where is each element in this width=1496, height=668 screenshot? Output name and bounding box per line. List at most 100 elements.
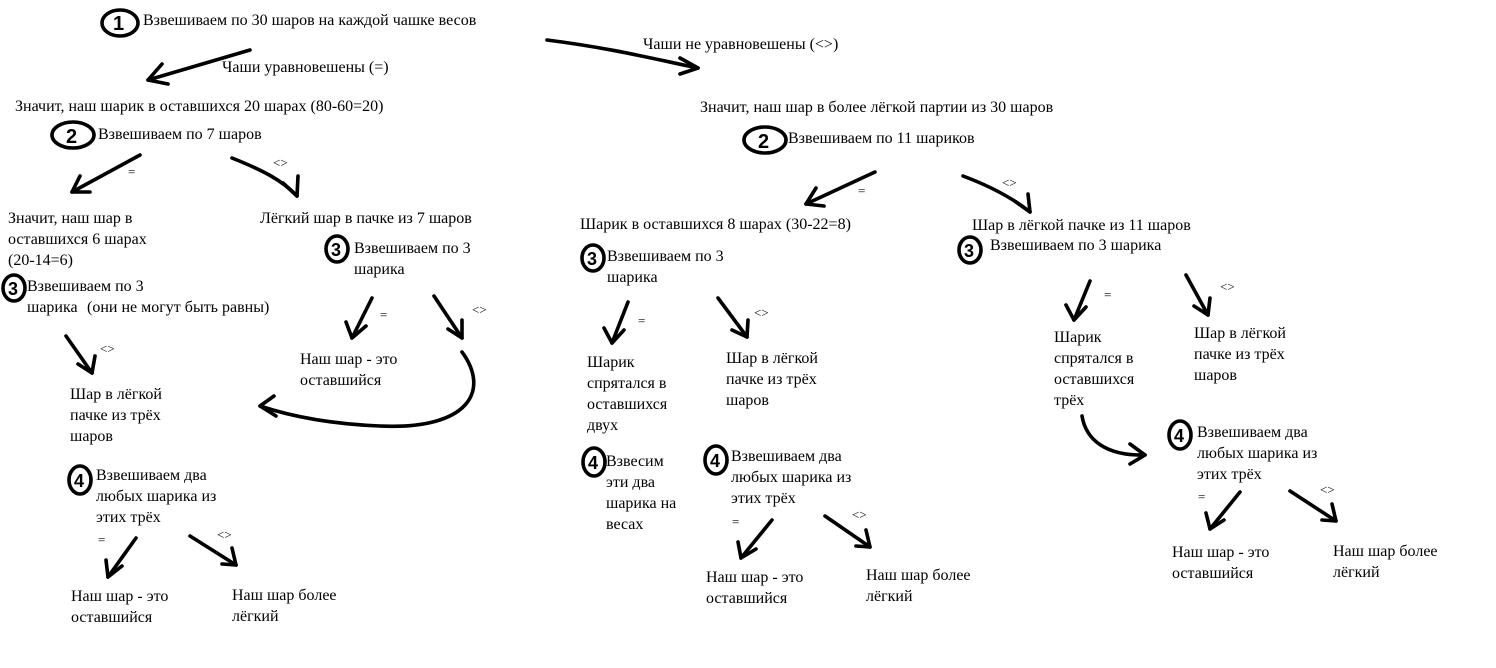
eq-mark: = (128, 164, 136, 179)
step-digit: 3 (331, 240, 341, 260)
ra-light3-text: Шар в лёгкой пачке из трёх шаров (726, 350, 818, 409)
step-digit: 4 (74, 471, 84, 491)
step-marker-4-right-a: 4 (581, 446, 607, 478)
arrow-l3b-eq (350, 296, 374, 340)
step-marker-3-left-a: 3 (1, 273, 27, 303)
left-result-text: Значит, наш шарик в оставшихся 20 шарах … (15, 98, 384, 115)
neq-mark: <> (100, 341, 115, 356)
arrow-top-right (545, 38, 700, 70)
left-neq-text: Лёгкий шар в пачке из 7 шаров (260, 210, 472, 227)
step-marker-3-right-b: 3 (957, 235, 983, 265)
neq-mark: <> (754, 305, 769, 320)
arrowhead (678, 56, 700, 76)
step-marker-4-right-c: 4 (1167, 419, 1193, 451)
ra-result-eq: Наш шар - это оставшийся (706, 569, 804, 607)
eq-mark: = (858, 183, 866, 198)
left-step3a-text: Взвешиваем по 3 шарика (27, 278, 144, 316)
rb-result-light: Наш шар более лёгкий (1333, 543, 1438, 581)
left-result-light: Наш шар более лёгкий (232, 587, 337, 625)
eq-mark: = (98, 532, 106, 547)
top-eq-label: Чаши уравновешены (=) (222, 59, 389, 76)
arrow-r3b-neq (1184, 273, 1210, 317)
neq-mark: <> (1220, 279, 1235, 294)
eq-mark: = (638, 313, 646, 328)
arrowhead (730, 318, 750, 339)
arrow-l4-neq (188, 534, 238, 567)
eq-mark: = (380, 307, 388, 322)
arrowhead (1064, 303, 1088, 322)
step-marker-2-left: 2 (50, 120, 96, 150)
step-digit: 3 (587, 249, 597, 269)
neq-mark: <> (1002, 175, 1017, 190)
rb-hidden3-text: Шарик спрятался в оставшихся трёх (1054, 329, 1135, 409)
arrowhead (1320, 502, 1338, 523)
ra-hidden2-text: Шарик спрятался в оставшихся двух (587, 354, 668, 434)
right-step3a-text: Взвешиваем по 3 шарика (607, 248, 724, 286)
step-marker-4-left: 4 (67, 464, 93, 496)
arrowhead (104, 558, 124, 579)
neq-mark: <> (273, 155, 288, 170)
step-digit: 3 (8, 279, 18, 299)
arrow-ra4-neq (823, 514, 872, 549)
arrow-l3b-neq (432, 294, 464, 340)
left-step3b-text: Взвешиваем по 3 шарика (354, 240, 471, 278)
neq-mark: <> (852, 507, 867, 522)
arrow-top-left (146, 48, 252, 82)
step-digit: 4 (1174, 426, 1184, 446)
step-digit: 4 (710, 451, 720, 471)
arrow-ra4-eq (739, 518, 774, 560)
arrowhead (804, 186, 826, 208)
arrow-l3a-neq (64, 334, 94, 375)
arrow-rb4-eq (1208, 490, 1242, 531)
ra-step4b-text: Взвешиваем два любых шарика из этих трёх (731, 448, 852, 507)
eq-mark: = (1104, 287, 1112, 302)
step-digit: 4 (588, 453, 598, 473)
step-marker-4-right-b: 4 (703, 444, 729, 476)
arrowhead (1014, 192, 1032, 214)
step-digit: 2 (66, 126, 77, 148)
arrow-l2-eq (70, 153, 142, 194)
neq-mark: <> (217, 527, 232, 542)
step-digit: 3 (964, 241, 974, 261)
arrowhead (258, 394, 278, 418)
right-step3b-text: Взвешиваем по 3 шарика (990, 237, 1162, 254)
step-marker-3-right-a: 3 (580, 243, 606, 273)
arrowhead (446, 318, 464, 340)
left-eq-text: Значит, наш шар в оставшихся 6 шарах (20… (8, 210, 147, 269)
arrow-r3b-eq (1072, 279, 1092, 322)
arrowhead (1128, 442, 1147, 466)
left-remain-text: Наш шар - это оставшийся (300, 351, 398, 389)
arrowhead (76, 354, 97, 375)
arrow-l4-eq (106, 536, 138, 579)
step1-top-text: Взвешиваем по 30 шаров на каждой чашке в… (143, 12, 477, 29)
step-digit: 2 (758, 131, 769, 153)
left-light3-text: Шар в лёгкой пачке из трёх шаров (70, 386, 162, 445)
arrowhead (281, 174, 300, 198)
arrow-rb-curve (1080, 414, 1147, 457)
right-eq-text: Шарик в оставшихся 8 шарах (30-22=8) (580, 216, 851, 233)
step-digit: 1 (113, 13, 124, 35)
left-result-eq: Наш шар - это оставшийся (71, 588, 169, 626)
ra-step4a-text: Взвесим эти два шарика на весах (606, 453, 677, 533)
right-step2-text: Взвешиваем по 11 шариков (788, 130, 975, 147)
neq-mark: <> (1320, 482, 1335, 497)
arrowhead (220, 546, 238, 567)
arrowhead (1192, 296, 1212, 317)
eq-mark: = (1198, 489, 1206, 504)
arrowhead (1204, 511, 1226, 531)
top-neq-label: Чаши не уравновешены (<>) (643, 36, 839, 53)
left-step4-text: Взвешиваем два любых шарика из этих трёх (96, 467, 217, 526)
step-marker-1-top: 1 (100, 8, 140, 38)
arrow-rb4-neq (1288, 489, 1338, 523)
rb-light3-text: Шар в лёгкой пачке из трёх шаров (1194, 325, 1286, 384)
arrow-r2-eq (804, 170, 877, 206)
left-step3a-note: (они не могут быть равны) (87, 299, 270, 316)
arrow-r3a-eq (610, 300, 630, 345)
arrowhead (344, 320, 368, 340)
step-marker-3-left-b: 3 (324, 234, 350, 264)
arrow-curve-back (258, 350, 476, 429)
arrow-r3a-neq (716, 296, 749, 339)
arrowhead (602, 326, 626, 345)
right-neq-text: Шар в лёгкой пачке из 11 шаров (972, 217, 1191, 234)
